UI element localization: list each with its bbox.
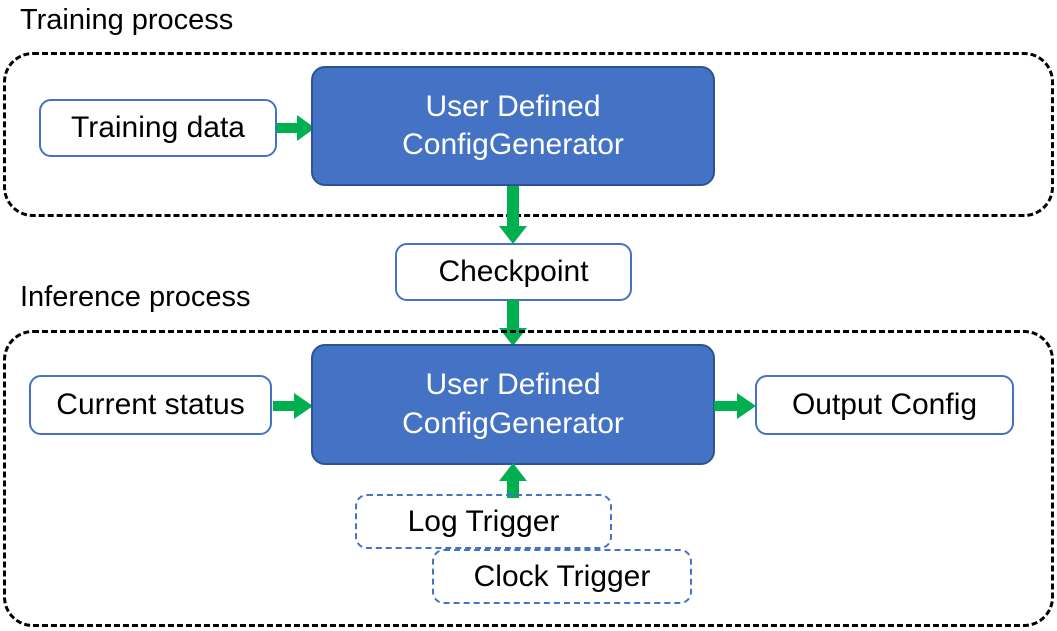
inference-process-title: Inference process [20, 281, 251, 313]
node-current-status[interactable]: Current status [29, 375, 272, 435]
node-generator-inference-line2: ConfigGenerator [402, 406, 624, 440]
node-user-defined-configgenerator-inference[interactable]: User Defined ConfigGenerator [311, 344, 715, 465]
node-log-trigger-label: Log Trigger [407, 504, 560, 538]
arrow-generator-to-output-config [714, 390, 758, 422]
node-generator-training-line2: ConfigGenerator [402, 128, 624, 161]
node-output-config-label: Output Config [791, 388, 978, 421]
node-current-status-label: Current status [56, 388, 245, 421]
training-process-container [3, 52, 1054, 217]
node-clock-trigger-label: Clock Trigger [473, 559, 651, 593]
node-checkpoint[interactable]: Checkpoint [395, 243, 632, 301]
inference-process-container [3, 330, 1054, 627]
arrow-current-status-to-generator [273, 390, 315, 422]
node-output-config[interactable]: Output Config [755, 375, 1014, 435]
node-generator-inference-line1: User Defined [425, 368, 601, 402]
arrow-triggers-to-generator [497, 463, 529, 499]
node-checkpoint-label: Checkpoint [438, 255, 589, 288]
node-clock-trigger[interactable]: Clock Trigger [432, 549, 692, 604]
node-user-defined-configgenerator-training[interactable]: User Defined ConfigGenerator [311, 66, 715, 186]
node-generator-training-line1: User Defined [425, 89, 601, 123]
node-training-data-label: Training data [71, 111, 245, 144]
arrow-checkpoint-to-generator [497, 300, 529, 348]
arrow-generator-to-checkpoint [497, 186, 529, 246]
arrow-training-data-to-generator [277, 112, 317, 144]
training-process-title: Training process [20, 4, 234, 36]
node-training-data[interactable]: Training data [39, 99, 277, 157]
node-log-trigger[interactable]: Log Trigger [355, 494, 612, 549]
